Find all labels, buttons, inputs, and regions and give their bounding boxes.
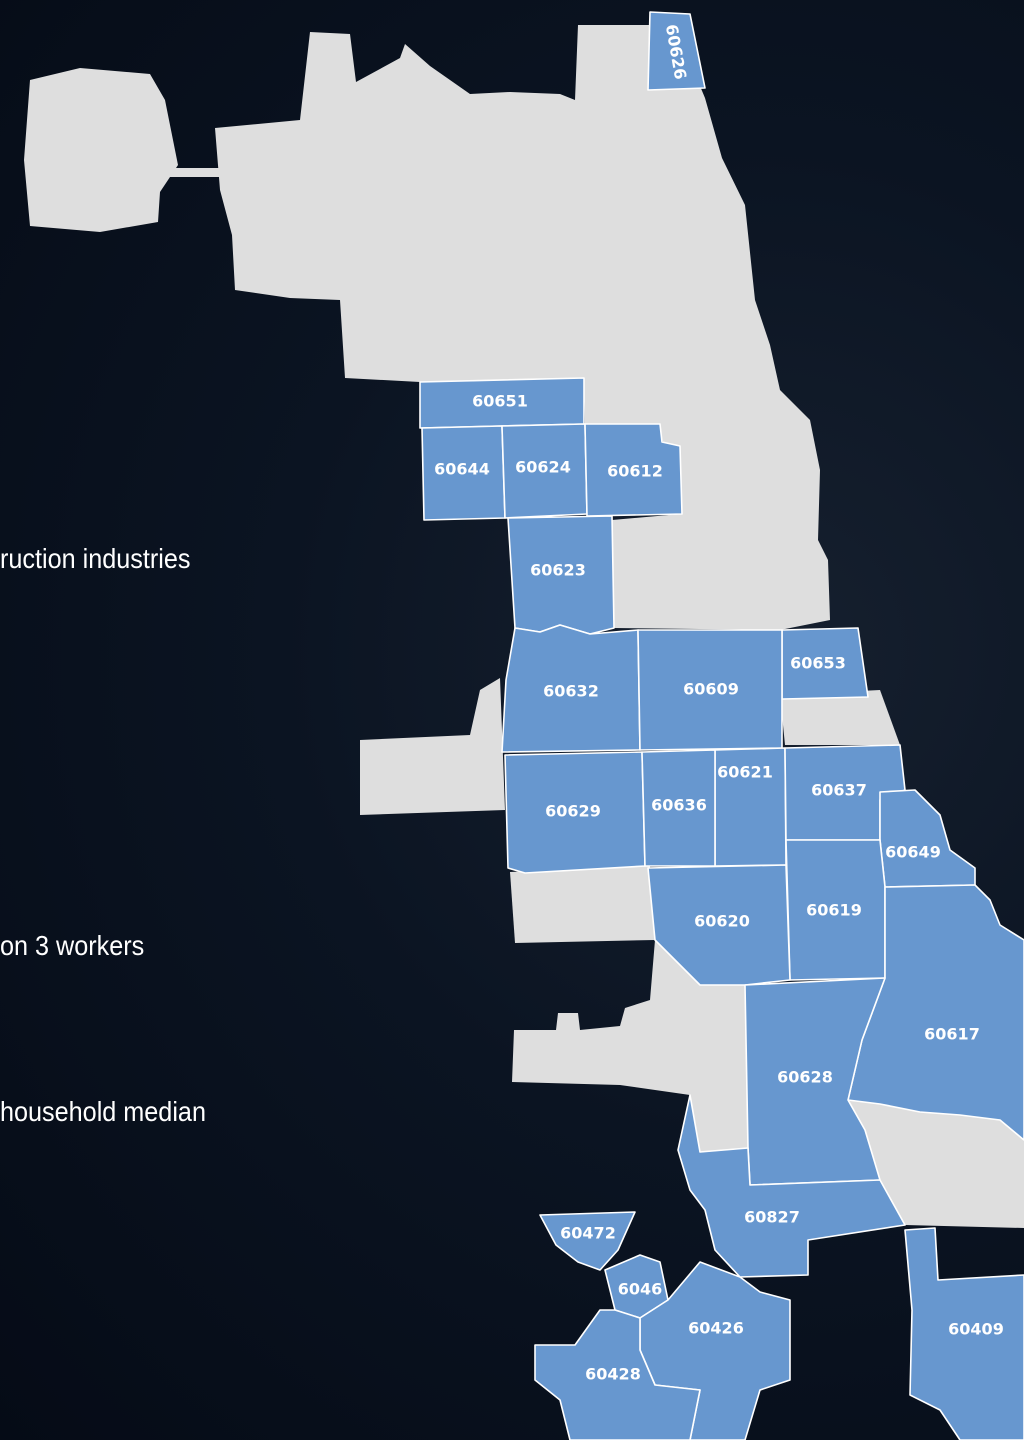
zip-label-60637: 60637	[811, 781, 867, 800]
zip-60472-region[interactable]	[539, 1211, 636, 1271]
side-text-workers: on 3 workers	[0, 930, 145, 961]
southwest-area	[510, 866, 655, 943]
side-text-household-median: household median	[0, 1096, 206, 1127]
zip-60409-region[interactable]	[904, 1227, 1024, 1440]
zip-label-60428: 60428	[585, 1365, 641, 1384]
highlighted-zips	[419, 11, 1024, 1440]
side-text-construction: ruction industries	[0, 543, 191, 574]
zip-label-60617: 60617	[924, 1025, 980, 1044]
zip-60827-region[interactable]	[677, 1094, 906, 1278]
southeast-industrial-area	[848, 1100, 1024, 1228]
zip-label-60632: 60632	[543, 682, 599, 701]
zip-label-60472: 60472	[560, 1224, 616, 1243]
zip-label-60651: 60651	[472, 392, 528, 411]
zip-60626-region[interactable]	[647, 11, 706, 91]
ohare-connector	[170, 168, 225, 177]
zip-label-60409: 60409	[948, 1320, 1004, 1339]
west-area	[360, 678, 505, 815]
zip-label-60619: 60619	[806, 901, 862, 920]
zip-label-60469: 6046	[618, 1280, 663, 1299]
zip-labels: 60626 60651 60644 60624 60612 60623 6065…	[434, 23, 1004, 1384]
zip-label-60649: 60649	[885, 843, 941, 862]
zip-label-60636: 60636	[651, 796, 707, 815]
zip-label-60628: 60628	[777, 1068, 833, 1087]
zip-label-60612: 60612	[607, 462, 663, 481]
zip-label-60644: 60644	[434, 460, 490, 479]
lake-edge-area	[780, 690, 900, 745]
zip-label-60620: 60620	[694, 912, 750, 931]
zip-label-60426: 60426	[688, 1319, 744, 1338]
zip-60649-region[interactable]	[879, 789, 976, 888]
ohare-area	[24, 68, 178, 232]
south-middle-area	[512, 940, 748, 1152]
zip-label-60624: 60624	[515, 458, 571, 477]
zip-label-60621: 60621	[717, 763, 773, 782]
zip-label-60653: 60653	[790, 654, 846, 673]
zip-label-60629: 60629	[545, 802, 601, 821]
zip-60428-region[interactable]	[534, 1309, 701, 1440]
zip-60629-region[interactable]	[504, 751, 646, 874]
zip-label-60827: 60827	[744, 1208, 800, 1227]
zip-label-60609: 60609	[683, 680, 739, 699]
zip-label-60623: 60623	[530, 561, 586, 580]
